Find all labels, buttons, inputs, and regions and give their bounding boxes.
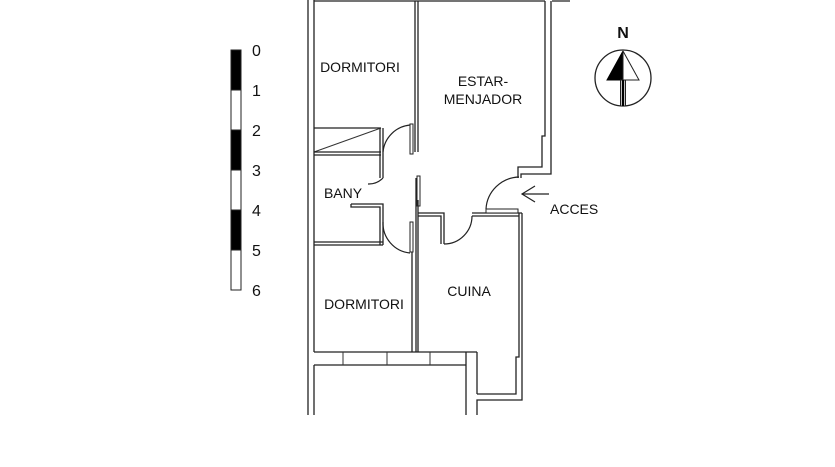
- entrance-label: ACCES: [550, 201, 598, 217]
- entrance-arrow: [520, 185, 549, 203]
- door-dormitori-top-swing: [382, 124, 411, 153]
- north-label: N: [617, 25, 629, 42]
- north-arrow: N: [594, 25, 652, 107]
- scale-segment-4: [230, 209, 242, 251]
- estar-right-wall-inner: [517, 1, 546, 178]
- door-cuina-swing: [443, 215, 473, 245]
- scale-segment-2: [230, 129, 242, 171]
- scale-tick-label-3: 3: [252, 163, 261, 180]
- scale-tick-label-5: 5: [252, 243, 261, 260]
- scale-tick-label-0: 0: [252, 43, 261, 60]
- walls: [307, 0, 570, 415]
- scale-tick-label-1: 1: [252, 83, 261, 100]
- cuina-right-wall-inner: [477, 213, 520, 395]
- scale-segment-3: [230, 169, 242, 211]
- door-bany-swing: [367, 177, 384, 185]
- door-dormitori-bottom-swing: [382, 221, 411, 254]
- north-arrow-light-half: [622, 50, 640, 81]
- estar-right-wall-outer: [520, 1, 552, 178]
- door-entrance-swing: [485, 176, 520, 210]
- room-label-dormitori-bottom: DORMITORI: [324, 296, 404, 312]
- cuina-right-wall-outer: [476, 213, 523, 415]
- bany-right-wall-lower-b: [351, 203, 384, 245]
- cuina-top-wall-left-b: [418, 215, 442, 244]
- scale-segment-1: [230, 89, 242, 131]
- room-label-estar-line2: MENJADOR: [444, 91, 523, 107]
- entrance-threshold: [485, 208, 519, 214]
- room-label-cuina: CUINA: [447, 283, 491, 299]
- scale-tick-label-2: 2: [252, 123, 261, 140]
- scale-bar: 0 1 2 3 4 5 6: [230, 43, 261, 300]
- room-label-estar-line1: ESTAR-: [458, 73, 509, 89]
- closet-diagonal: [313, 127, 382, 153]
- cuina-top-wall-left-a: [418, 212, 445, 244]
- sliding-door-panel: [416, 175, 421, 207]
- door-dormitori-top-leaf: [409, 123, 414, 155]
- scale-tick-label-6: 6: [252, 283, 261, 300]
- room-label-bany: BANY: [324, 185, 363, 201]
- scale-segment-0: [230, 49, 242, 91]
- doors: [367, 123, 520, 254]
- arrow-head-icon: [520, 185, 536, 203]
- scale-tick-label-4: 4: [252, 203, 261, 220]
- door-dormitori-bottom-leaf: [409, 221, 414, 253]
- bany-right-wall-lower-a: [350, 204, 381, 245]
- north-arrow-dark-half: [606, 50, 624, 81]
- scale-segment-5: [230, 249, 242, 291]
- room-label-dormitori-top: DORMITORI: [320, 59, 400, 75]
